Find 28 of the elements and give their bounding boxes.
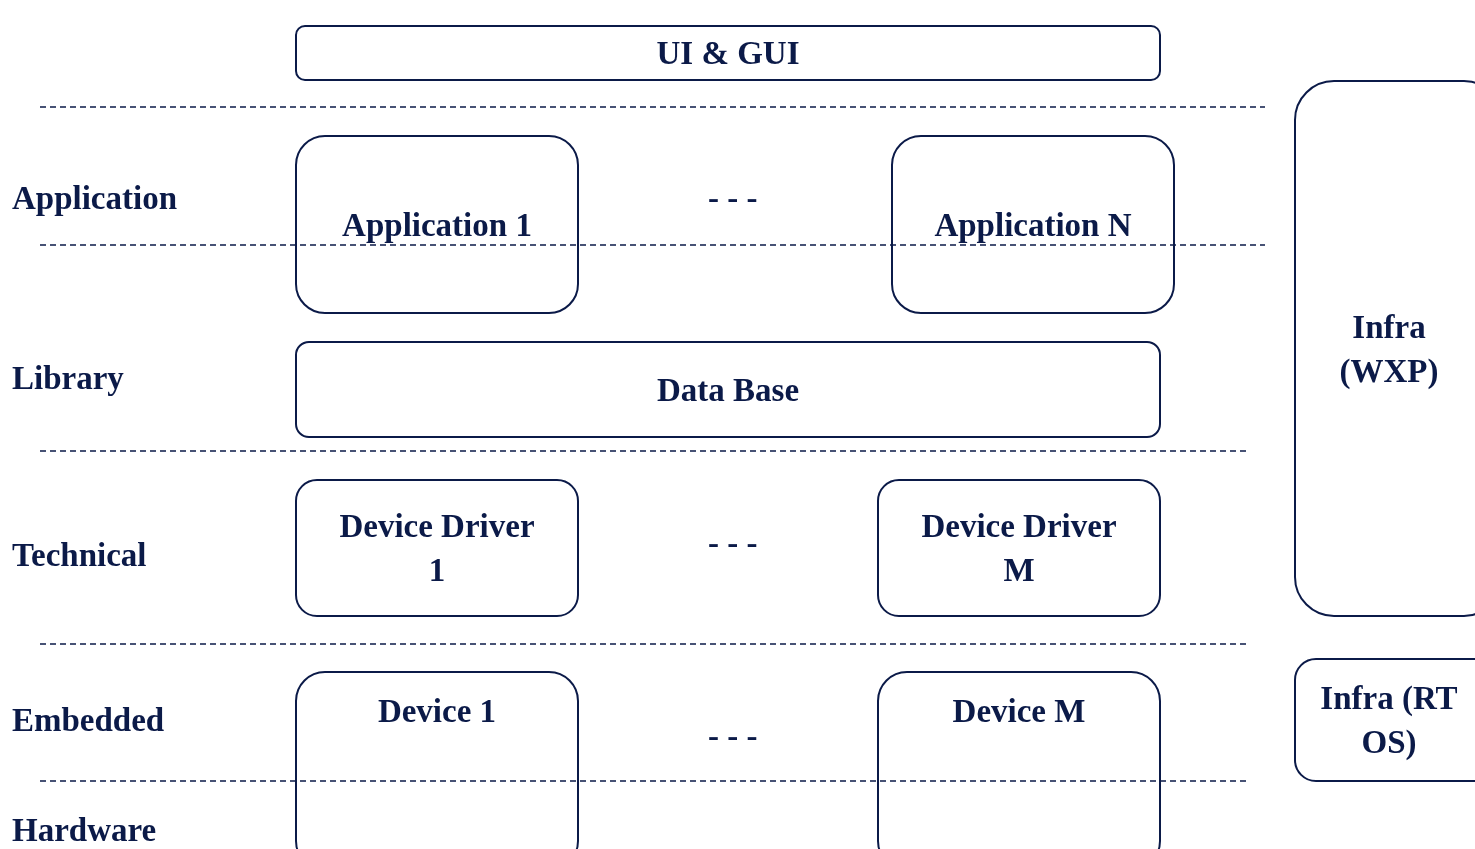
layer-box bbox=[295, 135, 579, 314]
box-label: Device Driver 1 bbox=[338, 507, 536, 590]
ellipsis-label: - - - bbox=[708, 525, 758, 562]
ellipsis-label: - - - bbox=[708, 180, 758, 217]
layer-box bbox=[877, 479, 1161, 617]
layer-label: Embedded bbox=[12, 702, 165, 739]
box-label: Device 1 bbox=[377, 692, 497, 731]
layer-box bbox=[877, 671, 1161, 849]
box-label: Data Base bbox=[656, 370, 800, 410]
layer-box bbox=[295, 25, 1161, 81]
layer-label: Hardware bbox=[12, 812, 157, 849]
ellipsis-label: - - - bbox=[708, 718, 758, 755]
layer-box bbox=[891, 135, 1175, 314]
layer-box bbox=[1294, 80, 1475, 617]
box-label: Application N bbox=[934, 205, 1132, 245]
layer-box bbox=[295, 479, 579, 617]
layer-box bbox=[1294, 658, 1475, 782]
layer-box bbox=[295, 671, 579, 849]
layer-label: Application bbox=[12, 180, 178, 217]
box-label: Application 1 bbox=[342, 205, 532, 245]
box-label: Device Driver M bbox=[920, 507, 1118, 590]
box-label: Device M bbox=[952, 692, 1086, 731]
box-label: Infra (RT OS) bbox=[1319, 679, 1459, 762]
layer-box bbox=[295, 341, 1161, 438]
box-label: UI & GUI bbox=[656, 34, 800, 73]
box-label: Infra (WXP) bbox=[1338, 307, 1440, 391]
layer-label: Library bbox=[12, 360, 124, 397]
layer-label: Technical bbox=[12, 537, 147, 574]
